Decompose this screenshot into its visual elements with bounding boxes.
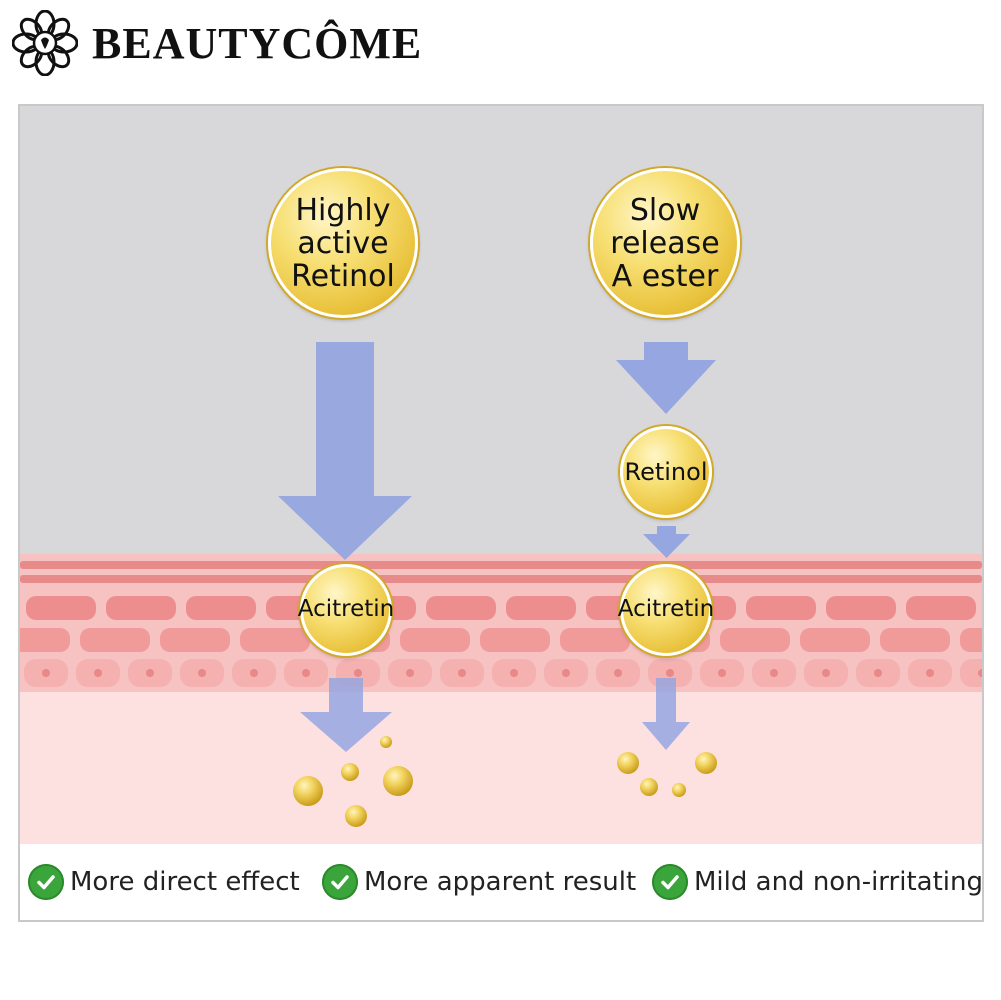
left-release-arrow	[300, 678, 392, 752]
benefit-text: More direct effect	[70, 867, 300, 897]
right-arrow-1	[616, 342, 716, 414]
sphere-label-line: A ester	[611, 258, 719, 294]
right-acitretin-sphere: Acitretin	[617, 564, 715, 656]
sphere-label: Acitretin	[617, 596, 715, 623]
sphere-label-line: Slow	[629, 192, 701, 228]
right-release-arrow	[642, 678, 690, 750]
flower-logo-icon	[12, 10, 78, 76]
retinol-sphere: Retinol	[620, 426, 712, 518]
highly-active-retinol-sphere: Highly active Retinol	[268, 168, 418, 318]
sphere-label-line: Retinol	[291, 258, 395, 294]
sphere-label-line: Highly	[295, 192, 391, 228]
checkmark-icon	[322, 864, 358, 900]
benefit-item: More direct effect	[28, 864, 300, 900]
sphere-label-line: active	[297, 225, 389, 261]
left-acitretin-sphere: Acitretin	[297, 564, 395, 656]
benefits-row: More direct effect More apparent result …	[20, 844, 982, 920]
sphere-label: Retinol	[624, 457, 708, 486]
sphere-label-line: release	[610, 225, 720, 261]
checkmark-icon	[28, 864, 64, 900]
skin-cells-row-2	[20, 628, 982, 652]
benefit-item: Mild and non-irritating	[652, 864, 983, 900]
diagram-panel: Highly active Retinol Acitretin Slow rel…	[18, 104, 984, 922]
checkmark-icon	[652, 864, 688, 900]
brand-name: BEAUTYCÔME	[92, 18, 423, 68]
skin-cells-row-3	[24, 659, 982, 687]
skin-cells-row-1	[26, 596, 976, 620]
left-main-arrow	[278, 342, 412, 560]
right-arrow-2	[643, 526, 690, 558]
benefit-text: More apparent result	[364, 867, 637, 897]
brand-header: BEAUTYCÔME	[12, 8, 422, 78]
right-droplets	[617, 752, 717, 797]
sphere-label: Acitretin	[297, 596, 395, 623]
benefit-text: Mild and non-irritating	[694, 867, 983, 897]
benefit-item: More apparent result	[322, 864, 636, 900]
left-droplets	[293, 736, 413, 827]
skin-surface-layer	[20, 561, 982, 583]
slow-release-a-ester-sphere: Slow release A ester	[590, 168, 740, 318]
diagram-background	[20, 106, 982, 844]
